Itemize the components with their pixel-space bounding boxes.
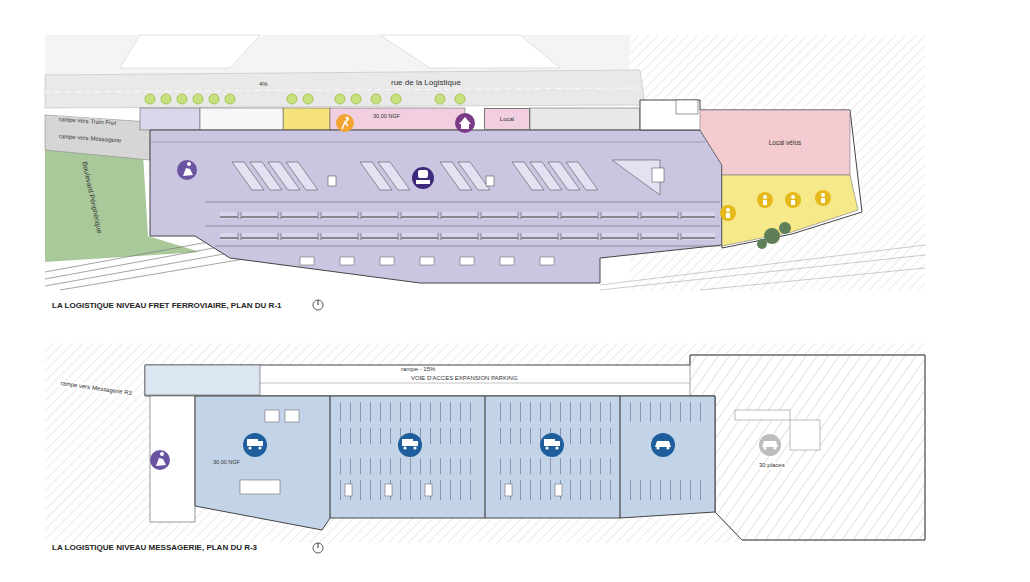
- room-box: Local vélos: [724, 114, 846, 172]
- plan-annotation: Boulevard Périphérique: [80, 160, 104, 235]
- plan-annotation: 30,00 NGF: [372, 113, 401, 119]
- plan-annotation: rampe vers Messagerie R3: [59, 380, 133, 397]
- plan-annotation: rampe vers Train Fret: [58, 116, 118, 127]
- room-label: Local: [500, 116, 514, 123]
- plan-annotation: rue de la Logistique: [390, 78, 462, 87]
- plan-annotation: VOIE D'ACCES EXPANSION PARKING: [410, 375, 519, 382]
- plan-annotation: 4%: [258, 81, 269, 88]
- plan-annotation: rampe - 15%: [400, 366, 436, 373]
- plan-caption: LA LOGISTIQUE NIVEAU MESSAGERIE, PLAN DU…: [50, 543, 259, 553]
- plan-caption: LA LOGISTIQUE NIVEAU FRET FERROVIAIRE, P…: [50, 301, 284, 311]
- room-box: Local: [484, 108, 530, 130]
- room-label: Local vélos: [769, 139, 802, 146]
- plan-annotation: 30 places: [758, 462, 786, 469]
- plan-annotation: 30,00 NGF: [212, 459, 241, 465]
- plan-annotation: rampe vers Messagerie: [58, 133, 123, 144]
- floor-plan: LA LOGISTIQUE NIVEAU FRET FERROVIAIRE, P…: [45, 35, 930, 311]
